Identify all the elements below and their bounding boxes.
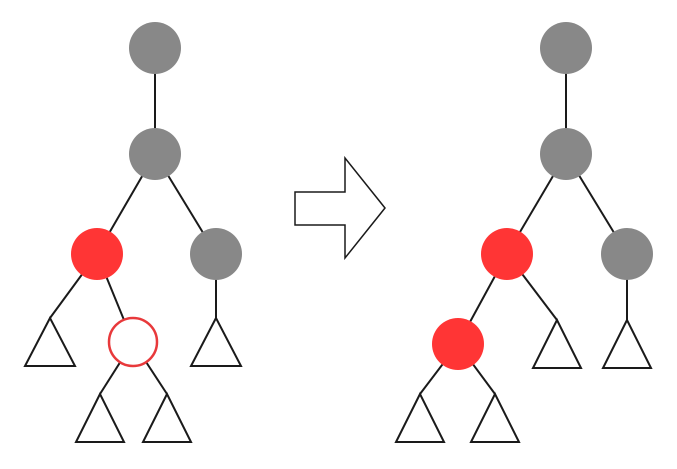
- node-left-child: [481, 228, 533, 280]
- node-new-empty: [107, 316, 159, 368]
- node-left-child: [71, 228, 123, 280]
- tree-before: [23, 22, 243, 443]
- subtree-triangle: [394, 391, 446, 443]
- subtree-triangle: [141, 391, 193, 443]
- node-root: [540, 22, 592, 74]
- subtree-triangle: [23, 315, 77, 367]
- tree-after: [394, 22, 653, 443]
- arrow-right-icon: [294, 155, 386, 261]
- node-parent: [540, 128, 592, 180]
- node-right-child: [190, 228, 242, 280]
- node-right-child: [601, 228, 653, 280]
- subtree-triangle: [531, 317, 583, 369]
- node-root: [129, 22, 181, 74]
- subtree-triangle: [74, 391, 126, 443]
- subtree-triangle: [601, 317, 653, 369]
- node-parent: [129, 128, 181, 180]
- subtree-triangle: [469, 391, 521, 443]
- subtree-triangle: [189, 315, 243, 367]
- node-grandchild: [432, 318, 484, 370]
